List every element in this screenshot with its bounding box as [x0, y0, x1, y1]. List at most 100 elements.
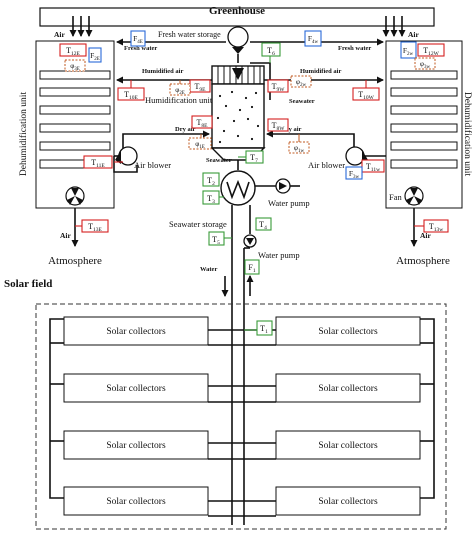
- svg-text:T5: T5: [212, 235, 220, 246]
- sensor-phi2w: φ2w: [290, 75, 312, 88]
- water-pump-label-bottom: Water pump: [258, 250, 300, 260]
- air-label-top-right: Air: [408, 30, 420, 39]
- svg-text:T7: T7: [250, 153, 258, 164]
- air-blower-icon-right: [345, 146, 368, 166]
- svg-text:T8W: T8W: [272, 121, 286, 132]
- water-pump-icon-top: [275, 178, 291, 194]
- sensor-f1: F1: [244, 259, 260, 275]
- sensor-phi3w: φ3w: [414, 57, 436, 70]
- svg-text:F2E: F2E: [90, 51, 100, 62]
- atmosphere-label-left: Atmosphere: [48, 255, 102, 267]
- sensor-phi3e: φ3E: [64, 59, 86, 72]
- sensor-t13w: T13w: [414, 219, 449, 233]
- solar-collector-7: [63, 486, 209, 516]
- solar-collector-3: [63, 373, 209, 403]
- solar-collector-4-label: Solar collectors: [318, 384, 378, 394]
- sensor-t6: T6: [261, 42, 281, 63]
- solar-collector-1-label: Solar collectors: [106, 327, 166, 337]
- seawater-storage-tank: [220, 170, 256, 206]
- svg-text:T10W: T10W: [358, 90, 374, 101]
- sensor-t2: T2: [202, 172, 220, 187]
- solar-collector-5-label: Solar collectors: [106, 441, 166, 451]
- svg-text:φ1w: φ1w: [294, 144, 305, 154]
- svg-text:T4: T4: [259, 220, 267, 231]
- svg-text:F3w: F3w: [349, 169, 360, 180]
- seawater-label-right: Seawater: [289, 98, 315, 105]
- solar-collector-8: [275, 486, 421, 516]
- sensor-t1: T1: [244, 320, 273, 336]
- air-label-bottom-right: Air: [420, 231, 432, 240]
- fan-label: Fan: [389, 192, 403, 202]
- solar-collector-4: [275, 373, 421, 403]
- seawater-label-center: Seawater: [206, 157, 232, 164]
- fresh-water-label-left: Fresh water: [124, 45, 157, 52]
- svg-text:T12W: T12W: [423, 46, 439, 57]
- sensor-t4: T4: [255, 217, 272, 231]
- solar-field-piping: [49, 318, 435, 517]
- air-inlet-arrows-left: [69, 16, 93, 37]
- sensor-t5: T5: [208, 231, 232, 246]
- dry-air-line-right: [266, 130, 355, 156]
- fan-icon-right: [404, 186, 424, 206]
- atmosphere-label-right: Atmosphere: [396, 255, 450, 267]
- sensor-t10w: T10W: [352, 80, 380, 101]
- water-label: Water: [200, 266, 217, 273]
- solar-collector-6-label: Solar collectors: [318, 441, 378, 451]
- solar-collector-1: [63, 316, 209, 346]
- humidified-air-label-left: Humidified air: [142, 68, 183, 75]
- solar-collector-7-label: Solar collectors: [106, 497, 166, 507]
- svg-text:F1: F1: [248, 263, 255, 274]
- sensor-t10e: T10E: [117, 80, 145, 101]
- humidified-air-label-right: Humidified air: [300, 68, 341, 75]
- sensor-t12w: T12W: [417, 43, 445, 57]
- sensor-t7: T7: [238, 150, 264, 164]
- dry-air-label-right: Dry air: [281, 126, 302, 133]
- sensor-t8e: T8E: [191, 115, 213, 129]
- sensor-f4e: F4E: [130, 30, 146, 47]
- dry-air-label-left: Dry air: [175, 126, 196, 133]
- svg-text:T11w: T11w: [366, 162, 380, 173]
- svg-text:φ1E: φ1E: [195, 140, 205, 150]
- air-blower-icon-left: [115, 146, 138, 166]
- sensor-f2e: F2E: [88, 47, 102, 63]
- svg-text:F4w: F4w: [308, 34, 319, 45]
- sensor-phi1w: φ1w: [288, 134, 310, 154]
- greenhouse-outline: [39, 7, 435, 27]
- sensor-t9w: T9W: [267, 79, 289, 93]
- svg-text:T9W: T9W: [272, 82, 286, 93]
- sensor-f2w: F2w: [400, 41, 417, 59]
- svg-text:T12E: T12E: [66, 46, 80, 57]
- seawater-storage-label: Seawater storage: [169, 219, 227, 229]
- sensor-phi1e: φ1E: [188, 134, 212, 150]
- air-blower-label-right: Air blower: [308, 160, 345, 170]
- svg-text:T13E: T13E: [88, 222, 102, 233]
- solar-field-boundary: [35, 303, 447, 530]
- svg-text:T6: T6: [267, 46, 275, 57]
- svg-text:T13w: T13w: [429, 222, 443, 233]
- sensor-t11w: T11w: [361, 159, 385, 173]
- sensor-t8w: T8W: [267, 118, 289, 132]
- fresh-water-label-right: Fresh water: [338, 45, 371, 52]
- sensor-t13e: T13E: [75, 219, 109, 233]
- dehumidification-unit-left-label: Dehumidification unit: [18, 92, 29, 177]
- svg-text:T1: T1: [260, 324, 268, 335]
- sensor-f3w: F3w: [345, 166, 363, 180]
- fan-icon-left: [65, 186, 85, 206]
- air-inlet-arrows-right: [382, 16, 406, 37]
- solar-collector-6: [275, 430, 421, 460]
- svg-text:T10E: T10E: [124, 90, 138, 101]
- svg-text:T8E: T8E: [196, 118, 208, 129]
- air-label-bottom-left: Air: [60, 231, 72, 240]
- svg-text:φ2E: φ2E: [175, 86, 185, 96]
- sensor-t3: T3: [202, 190, 224, 205]
- svg-text:F2w: F2w: [403, 46, 414, 57]
- svg-text:φ3E: φ3E: [70, 62, 80, 72]
- solar-collector-2: [275, 316, 421, 346]
- water-pump-icon-bottom: [243, 234, 257, 248]
- humidification-unit: [210, 65, 266, 161]
- svg-text:φ3w: φ3w: [420, 60, 431, 70]
- water-pump-label-top: Water pump: [268, 198, 310, 208]
- solar-collector-2-label: Solar collectors: [318, 327, 378, 337]
- solar-collector-5: [63, 430, 209, 460]
